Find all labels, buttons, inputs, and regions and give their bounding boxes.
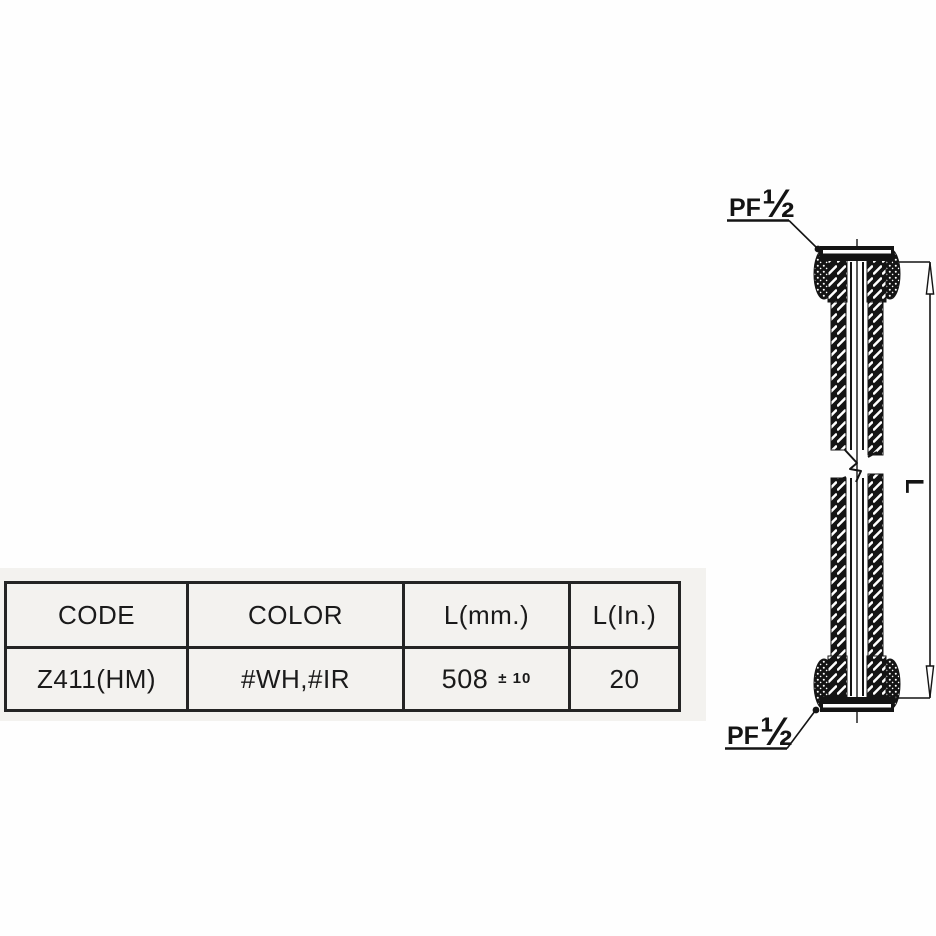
top-leader-dot: [814, 245, 822, 253]
bottom-port-label-text: PF: [727, 722, 759, 750]
cell-code: Z411(HM): [4, 646, 189, 712]
table-header-row: CODE COLOR L(mm.) L(In.): [4, 581, 681, 649]
col-header-lmm: L(mm.): [402, 581, 571, 649]
bottom-fitting: [813, 655, 901, 712]
top-port-label-text: PF: [729, 194, 761, 222]
dimension-line: [893, 261, 935, 699]
dimension-arrow-up: [925, 262, 935, 295]
col-header-code: CODE: [4, 581, 189, 649]
top-nut-body-left: [827, 259, 848, 303]
col-header-color: COLOR: [186, 581, 405, 649]
top-nut-body-right: [866, 259, 887, 303]
bottom-port-label: PF ½: [725, 706, 820, 754]
dimension-label: L: [900, 478, 928, 493]
top-leader-line: [788, 219, 818, 249]
cell-color: #WH,#IR: [186, 646, 405, 712]
bottom-leader-dot: [812, 706, 820, 714]
col-header-lin: L(In.): [568, 581, 681, 649]
hose-diagram: L PF ½ PF ½: [725, 182, 935, 754]
table-row: Z411(HM) #WH,#IR 508 ± 10 20: [4, 646, 681, 712]
length-mm-tolerance: ± 10: [498, 669, 532, 687]
inner-tube-lines: [850, 262, 864, 696]
hose-lower-section: [830, 473, 884, 657]
top-fitting: [813, 246, 901, 303]
cell-length-mm: 508 ± 10: [402, 646, 571, 712]
bottom-leader-line: [786, 710, 816, 749]
cell-length-in: 20: [568, 646, 681, 712]
hose-upper-section: [830, 301, 884, 456]
bottom-nut-body-left: [827, 655, 848, 699]
spec-table: CODE COLOR L(mm.) L(In.) Z411(HM) #WH,#I…: [4, 581, 681, 712]
bottom-nut-body-right: [866, 655, 887, 699]
length-mm-value: 508: [441, 663, 489, 694]
top-port-label: PF ½: [727, 182, 822, 253]
top-port-label-fraction: ½: [762, 182, 795, 226]
dimension-arrow-down: [925, 665, 935, 698]
